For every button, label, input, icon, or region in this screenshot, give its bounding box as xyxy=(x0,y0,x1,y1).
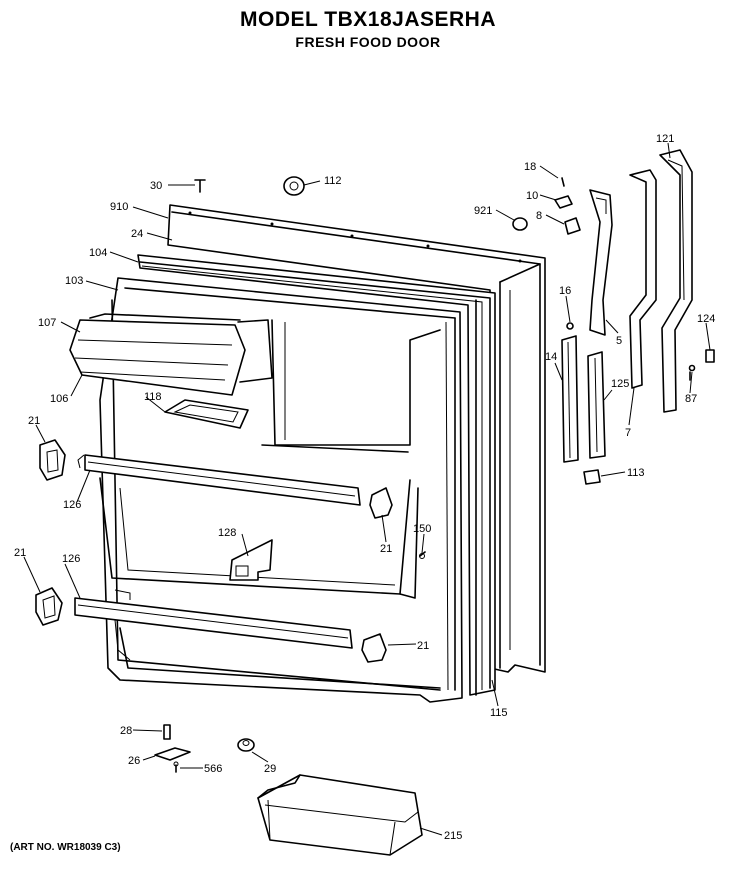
hinge-bar-7 xyxy=(629,169,657,389)
part-label-215: 215 xyxy=(444,830,462,842)
shelf-end-cap-right-lower xyxy=(361,633,387,663)
screw-30 xyxy=(194,179,206,193)
screw-150 xyxy=(419,551,426,559)
part-label-121: 121 xyxy=(656,133,674,145)
part-label-921: 921 xyxy=(474,205,492,217)
door-shelf-bar-lower xyxy=(74,589,353,649)
part-label-8: 8 xyxy=(536,210,542,222)
section-title: FRESH FOOD DOOR xyxy=(295,34,441,50)
bushing-29 xyxy=(237,738,255,752)
part-label-14: 14 xyxy=(545,351,557,363)
part-label-118: 118 xyxy=(144,391,162,403)
part-label-910: 910 xyxy=(110,201,128,213)
plug-112 xyxy=(283,176,305,196)
part-label-128: 128 xyxy=(218,527,236,539)
bracket-26 xyxy=(154,747,191,761)
part-label-106: 106 xyxy=(50,393,68,405)
part-label-103: 103 xyxy=(65,275,83,287)
shelf-bracket-128 xyxy=(229,539,273,581)
channel-14 xyxy=(561,335,579,463)
channel-125 xyxy=(587,351,606,459)
hinge-plate-5 xyxy=(589,189,613,336)
leader-lines xyxy=(23,142,711,836)
hinge-hardware xyxy=(512,177,581,235)
part-label-21-lower-right: 21 xyxy=(417,640,429,652)
screw-16 xyxy=(566,322,574,330)
door-gasket xyxy=(137,254,496,696)
part-label-18: 18 xyxy=(524,161,536,173)
door-outer-panel xyxy=(167,204,546,673)
part-label-29: 29 xyxy=(264,763,276,775)
part-label-7: 7 xyxy=(625,427,631,439)
part-label-104: 104 xyxy=(89,247,107,259)
part-label-24: 24 xyxy=(131,228,143,240)
part-label-112: 112 xyxy=(324,175,342,187)
screw-87 xyxy=(688,364,696,381)
part-label-21-upper-left: 21 xyxy=(28,415,40,427)
shelf-end-cap-right-upper xyxy=(369,487,393,519)
dairy-compartment-door xyxy=(69,313,273,396)
door-bin-215 xyxy=(257,774,423,856)
part-label-21-upper-right: 21 xyxy=(380,543,392,555)
pin-28 xyxy=(163,724,171,740)
model-title: MODEL TBX18JASERHA xyxy=(240,8,496,31)
door-shelf-bar-upper xyxy=(77,454,361,506)
part-label-30: 30 xyxy=(150,180,162,192)
part-label-150: 150 xyxy=(413,523,431,535)
part-label-124: 124 xyxy=(697,313,715,325)
art-number: (ART NO. WR18039 C3) xyxy=(10,842,121,853)
shelf-end-cap-left-upper xyxy=(39,439,66,481)
shelf-end-cap-left-lower xyxy=(35,587,63,626)
part-label-115: 115 xyxy=(490,707,508,719)
part-label-16: 16 xyxy=(559,285,571,297)
hinge-bar-121 xyxy=(659,149,693,413)
part-label-21-lower-left: 21 xyxy=(14,547,26,559)
part-label-113: 113 xyxy=(627,467,645,479)
part-label-125: 125 xyxy=(611,378,629,390)
part-label-28: 28 xyxy=(120,725,132,737)
stop-124 xyxy=(705,349,715,363)
part-label-10: 10 xyxy=(526,190,538,202)
butter-tray xyxy=(164,399,249,429)
part-label-126-lower: 126 xyxy=(62,553,80,565)
part-label-107: 107 xyxy=(38,317,56,329)
part-label-126-upper: 126 xyxy=(63,499,81,511)
part-label-87: 87 xyxy=(685,393,697,405)
part-label-566: 566 xyxy=(204,763,222,775)
cap-113 xyxy=(583,469,601,485)
part-labels: 121 18 30 112 10 910 921 8 24 104 103 16… xyxy=(14,133,715,842)
screw-566 xyxy=(173,761,179,773)
part-label-26: 26 xyxy=(128,755,140,767)
part-label-5: 5 xyxy=(616,335,622,347)
